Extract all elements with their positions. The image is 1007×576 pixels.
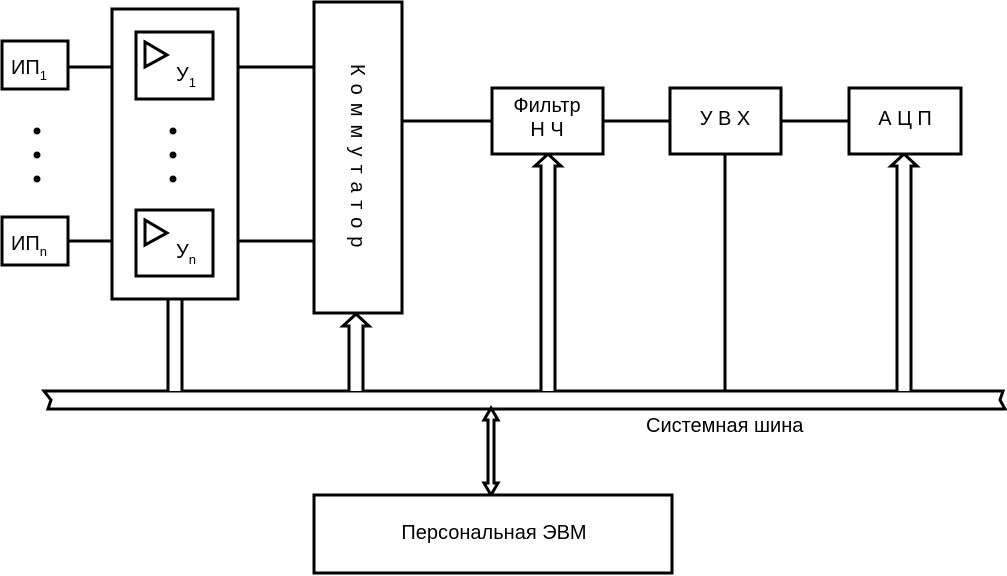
source-n-label: ИПn [11, 233, 47, 259]
system-bus-label: Системная шина [646, 415, 804, 437]
sample-hold-label: У В Х [700, 108, 751, 130]
adc-box [847, 86, 963, 156]
amplifier-1-label: У1 [176, 64, 196, 90]
svg-text:Коммутатор: Коммутатор [346, 64, 368, 250]
amplifier-n-label: Уn [176, 241, 196, 267]
filter-label-line1: Фильтр [513, 95, 580, 117]
pc-label: Персональная ЭВМ [401, 522, 586, 544]
amplifier-ellipsis-dot [169, 175, 177, 183]
adc-label: А Ц П [878, 108, 932, 130]
bus-tap-pc [481, 405, 501, 498]
source-1-label: ИП1 [11, 57, 47, 83]
system-bus [40, 389, 1007, 411]
source-ellipsis-dot [33, 127, 41, 135]
bus-tap-filter [531, 151, 565, 391]
bus-tap-commutator [339, 311, 373, 391]
source-box-1 [0, 39, 70, 91]
amplifier-ellipsis-dot [169, 151, 177, 159]
filter-box [490, 86, 605, 156]
amplifier-ellipsis-dot [169, 127, 177, 135]
source-ellipsis-dot [33, 151, 41, 159]
source-box-n [0, 215, 70, 267]
filter-label-line2: Н Ч [530, 119, 563, 141]
source-ellipsis-dot [33, 175, 41, 183]
amplifier-triangle-icon [143, 217, 171, 248]
commutator-box [312, 0, 404, 315]
commutator-label: Коммутатор [346, 64, 368, 250]
sample-hold-box [668, 86, 783, 156]
pc-box [312, 493, 674, 575]
bus-tap-adc [887, 151, 921, 391]
amplifier-triangle-icon [143, 39, 171, 70]
